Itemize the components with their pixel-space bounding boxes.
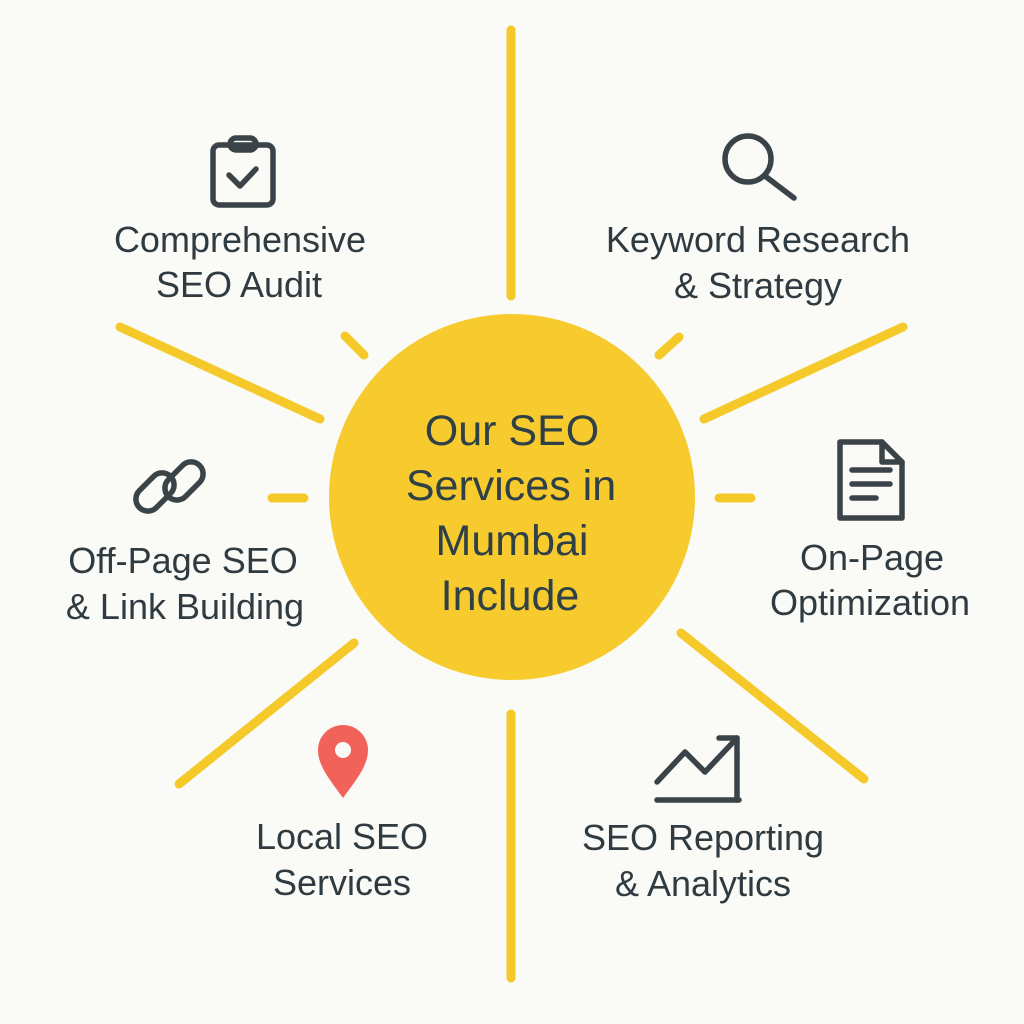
ray-upper-left (115, 322, 325, 424)
ray-lower-right (676, 628, 869, 784)
service-label: SEO Audit (156, 264, 322, 305)
trend-chart-icon (654, 735, 742, 803)
center-title-line: Our SEO (425, 407, 599, 455)
service-label: Off-Page SEO (68, 540, 297, 581)
ray-upper-right (699, 322, 908, 424)
service-label: & Strategy (674, 265, 842, 306)
search-icon (722, 133, 797, 201)
center-title-line: Mumbai (436, 517, 589, 565)
service-label: SEO Reporting (582, 817, 824, 858)
service-label: Services (273, 862, 411, 903)
service-label: On-Page (800, 537, 944, 578)
location-pin-icon (318, 725, 368, 798)
document-icon (837, 439, 905, 521)
rays (115, 25, 908, 983)
service-label: Keyword Research (606, 219, 910, 260)
ray-upper-right-short (654, 332, 684, 360)
service-label: Comprehensive (114, 219, 366, 260)
link-icon (133, 459, 206, 514)
ray-lower-left (174, 638, 359, 789)
center-title-line: Include (441, 572, 580, 620)
service-label: Local SEO (256, 816, 428, 857)
center-title-line: Services in (406, 462, 616, 510)
ray-upper-left-short (340, 331, 369, 360)
center-circle (329, 314, 695, 680)
service-label: & Link Building (66, 586, 304, 627)
clipboard-check-icon (210, 135, 276, 208)
service-label: Optimization (770, 582, 970, 623)
service-label: & Analytics (615, 863, 791, 904)
